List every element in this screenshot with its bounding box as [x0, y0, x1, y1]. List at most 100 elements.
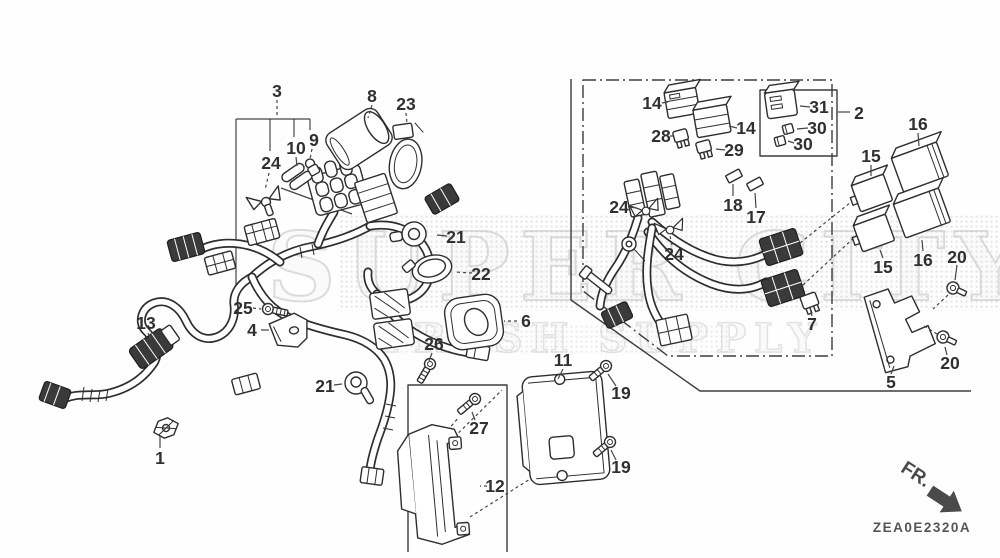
callout-24: 24: [261, 153, 281, 173]
part-30-clip: [781, 122, 795, 136]
part-28-fuse: [672, 128, 691, 149]
part-12-bracket: [396, 424, 471, 545]
part-20-screw: [946, 281, 968, 297]
callout-15: 15: [873, 257, 893, 277]
callout-3: 3: [272, 81, 282, 101]
front-direction-label: FR.: [897, 458, 934, 492]
leader-line-17: [754, 192, 757, 209]
part-23-hose-clamp: [388, 122, 424, 190]
leader-line-20: [944, 346, 948, 356]
part-24-clamp: [245, 185, 281, 217]
part-16-relay: [890, 130, 949, 193]
leader-line-23: [405, 112, 408, 125]
callout-1: 1: [155, 448, 165, 468]
leader-line-29: [715, 148, 726, 151]
part-24-clamp-box2: [653, 217, 684, 236]
leader-line-21: [436, 234, 448, 237]
relay-leader: [802, 233, 859, 286]
tape-wrap-marks: [81, 243, 397, 431]
part-19-bolt: [588, 359, 613, 382]
callout-19: 19: [611, 383, 631, 403]
callout-7: 7: [807, 314, 817, 334]
part-4-bracket: [268, 312, 308, 348]
callout-4: 4: [247, 320, 257, 340]
leader-line-24: [627, 206, 638, 209]
part-19-bolt: [592, 435, 617, 458]
connector-left-end: [38, 381, 72, 409]
callout-21: 21: [446, 227, 466, 247]
callout-14: 14: [736, 118, 756, 138]
front-direction-indicator: FR.: [897, 458, 962, 513]
leader-line-19: [607, 373, 617, 387]
leader-line-25: [252, 307, 262, 310]
callout-16: 16: [908, 114, 928, 134]
part-9-cap: [304, 158, 321, 177]
part-15-relay: [849, 164, 893, 213]
drawing-code: ZEA0E2320A: [873, 520, 971, 535]
leader-line-10: [295, 156, 298, 167]
callout-25: 25: [233, 298, 253, 318]
callout-10: 10: [286, 138, 306, 158]
leader-line-26: [428, 352, 433, 362]
part-26-bolt: [416, 357, 437, 384]
callout-24: 24: [609, 197, 629, 217]
leader-line-24: [264, 172, 270, 191]
callout-16: 16: [913, 250, 933, 270]
leader-line-14: [661, 101, 669, 104]
callout-8: 8: [367, 86, 377, 106]
part-5-bracket: [863, 288, 936, 374]
part-27-bolt: [456, 392, 482, 415]
callout-21: 21: [315, 376, 335, 396]
leader-line-5: [890, 365, 895, 375]
callout-31: 31: [809, 97, 829, 117]
part-30-clip: [773, 134, 787, 148]
part-20-screw: [936, 330, 958, 346]
connector-upper-left-c: [243, 217, 281, 247]
callout-12: 12: [485, 476, 505, 496]
part-1-harness-clip: [153, 417, 179, 439]
section-leader: [432, 389, 503, 459]
callout-13: 13: [136, 313, 156, 333]
connector-box2-block: [655, 313, 693, 347]
connector-end-bottom: [359, 466, 385, 486]
callout-17: 17: [746, 207, 765, 227]
leader-line-9: [309, 148, 313, 160]
part-21-grommet-cap: [389, 221, 427, 247]
wire-harness-illustration: [38, 78, 968, 545]
connector-box2-lower: [600, 301, 634, 329]
part-11-ecu: [516, 370, 611, 486]
part-14-relay-connector: [692, 95, 732, 139]
part-7-fuse: [799, 291, 821, 316]
callout-11: 11: [554, 350, 573, 370]
leader-line-20: [923, 325, 938, 335]
part-31-relay: [763, 80, 800, 120]
callout-9: 9: [309, 130, 319, 150]
relay-connector-b: [760, 268, 806, 308]
callout-26: 26: [424, 334, 444, 354]
leader-line-21: [333, 383, 343, 386]
harness-tubes: [53, 207, 777, 475]
relay-connector-stack: [369, 288, 411, 320]
callout-2: 2: [854, 103, 864, 123]
callout-19: 19: [611, 457, 631, 477]
part-8-tube: [325, 107, 393, 171]
ring-terminal: [621, 236, 646, 262]
part-16-relay: [892, 176, 951, 239]
leader-line-30: [796, 127, 809, 130]
leader-line-20: [954, 264, 958, 281]
callout-30: 30: [807, 118, 827, 138]
part-14-relay-connector: [663, 78, 701, 119]
part-18-fuse-strip: [725, 168, 743, 184]
outer-boundary-line: [570, 79, 971, 392]
callout-30: 30: [793, 134, 813, 154]
leader-line-7: [809, 307, 813, 317]
callout-27: 27: [469, 418, 488, 438]
leader-line-31: [799, 105, 811, 108]
callout-6: 6: [521, 311, 531, 331]
connector-below-bracket4: [231, 372, 261, 396]
leader-line-16: [921, 239, 924, 252]
front-direction-arrow-icon: [926, 485, 962, 513]
part-21-grommet: [344, 371, 375, 405]
part-15-relay: [851, 204, 895, 253]
